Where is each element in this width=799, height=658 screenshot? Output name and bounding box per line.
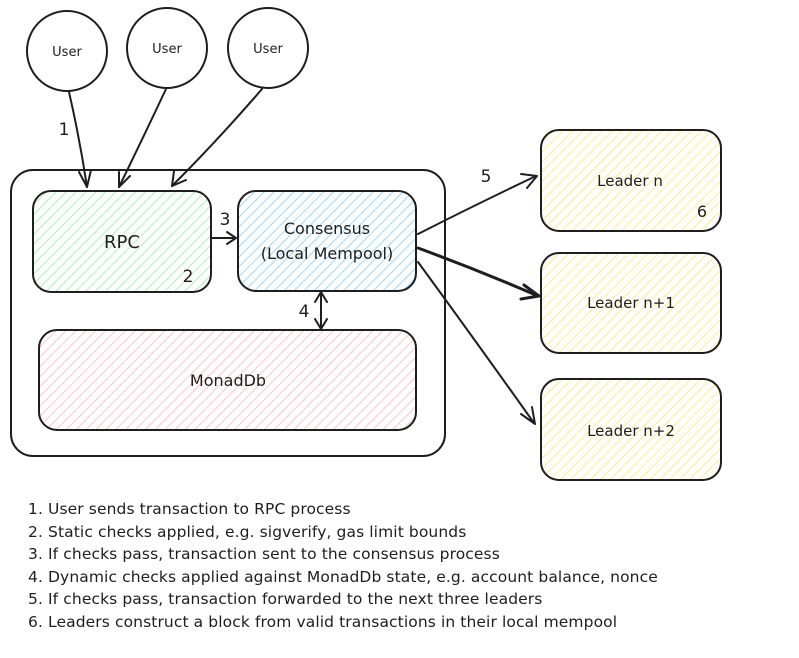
arrow-user1-to-rpc [68, 91, 92, 188]
user-node-1: User [26, 10, 108, 92]
leader-n1-box: Leader n+1 [540, 252, 722, 354]
step-5-label: 5 [481, 167, 492, 187]
step-4-label: 4 [299, 302, 310, 322]
monaddb-box: MonadDb [38, 329, 417, 431]
rpc-label: RPC [104, 232, 140, 253]
leader-n2-label: Leader n+2 [587, 422, 675, 440]
step-note: 2. Static checks applied, e.g. sigverify… [28, 522, 467, 541]
user-label: User [253, 42, 283, 57]
user-label: User [152, 42, 182, 57]
step-note: 6. Leaders construct a block from valid … [28, 612, 618, 631]
arrow-consensus-to-leader-n2 [417, 261, 536, 425]
step-note: 4. Dynamic checks applied against MonadD… [28, 567, 658, 586]
leader-n2-box: Leader n+2 [540, 378, 722, 481]
consensus-label: Consensus [284, 219, 370, 238]
arrow-consensus-to-leader-n1 [416, 246, 541, 301]
step-2-label: 2 [183, 267, 194, 287]
consensus-box: Consensus (Local Mempool) [237, 190, 417, 292]
step-note: 5. If checks pass, transaction forwarded… [28, 590, 543, 608]
step-1-label: 1 [59, 120, 70, 140]
step-notes-list: 1. User sends transaction to RPC process… [28, 498, 658, 633]
rpc-box: RPC 2 [32, 190, 212, 293]
user-node-3: User [227, 7, 309, 89]
leader-n-box: Leader n 6 [540, 129, 722, 232]
step-3-label: 3 [220, 210, 231, 230]
leader-n-label: Leader n [597, 172, 663, 190]
monaddb-label: MonadDb [190, 371, 266, 390]
arrow-user3-to-rpc [171, 88, 263, 187]
user-label: User [52, 45, 82, 60]
leader-n1-label: Leader n+1 [587, 294, 675, 312]
step-6-label: 6 [697, 202, 707, 221]
step-note: 1. User sends transaction to RPC process [28, 500, 351, 518]
user-node-2: User [126, 7, 208, 89]
arrow-rpc-to-consensus [211, 231, 237, 245]
local-mempool-label: (Local Mempool) [261, 244, 393, 263]
arrow-user2-to-rpc [118, 88, 167, 188]
arrow-consensus-to-leader-n [417, 173, 538, 235]
transaction-flow-diagram: User User User RPC 2 Consensus (Local Me… [10, 7, 722, 481]
step-note: 3. If checks pass, transaction sent to t… [28, 545, 500, 563]
arrow-consensus-monaddb [314, 291, 328, 330]
